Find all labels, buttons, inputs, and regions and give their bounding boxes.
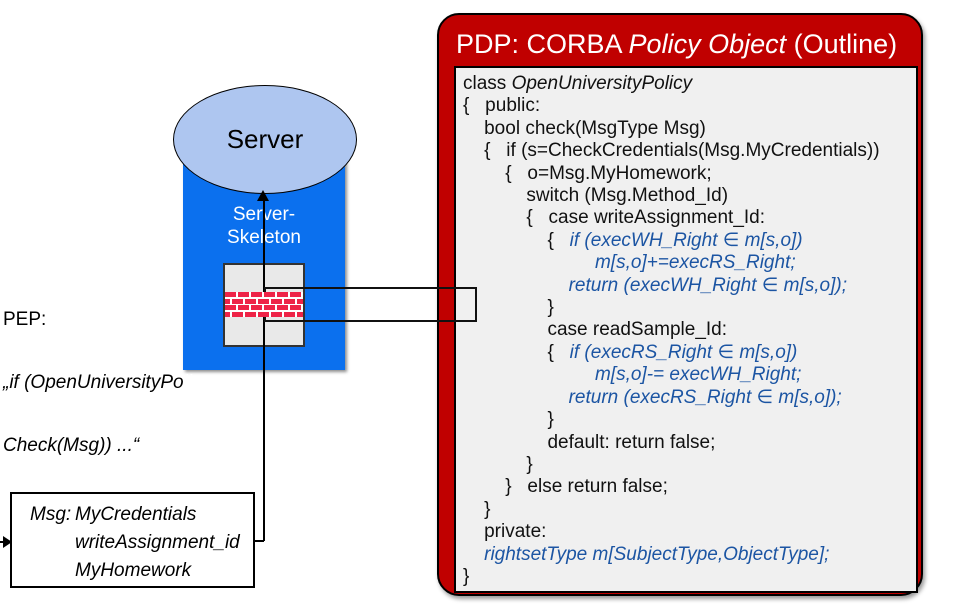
code-line: { if (execRS_Right ∈ m[s,o]) (463, 342, 914, 364)
code-lines: class OpenUniversityPolicy{ public: bool… (463, 73, 914, 588)
code-line: m[s,o]+=execRS_Right; (463, 252, 914, 274)
code-segment: rightsetType m[SubjectType,ObjectType]; (463, 543, 830, 565)
code-segment: } (463, 409, 554, 431)
code-line: { if (s=CheckCredentials(Msg.MyCredentia… (463, 140, 914, 162)
code-segment: m[s,o]+=execRS_Right; (463, 252, 796, 274)
code-segment: { if (s=CheckCredentials(Msg.MyCredentia… (463, 140, 880, 162)
code-line: { if (execWH_Right ∈ m[s,o]) (463, 230, 914, 252)
arrow-right-icon (3, 536, 12, 548)
code-segment: return (execWH_Right ∈ m[s,o]); (463, 274, 847, 296)
code-segment: if (execRS_Right ∈ m[s,o]) (569, 341, 798, 363)
code-segment: } (463, 453, 533, 475)
server-label: Server (226, 124, 304, 154)
code-segment: { case writeAssignment_Id: (463, 207, 766, 229)
brick-row (225, 312, 303, 317)
pep-label-line1: PEP: (3, 309, 47, 330)
msg-box: Msg: MyCredentials writeAssignment_id My… (10, 492, 255, 588)
code-segment: private: (463, 521, 547, 543)
msg-label: Msg: (30, 504, 72, 525)
pep-label-line2: „if (OpenUniversityPolicy. (3, 372, 215, 393)
code-segment: } (463, 498, 491, 520)
code-segment: case readSample_Id: (463, 319, 728, 341)
code-line: { public: (463, 95, 914, 117)
code-line: bool check(MsgType Msg) (463, 118, 914, 140)
code-line: { case writeAssignment_Id: (463, 207, 914, 229)
pdp-title: PDP: CORBA Policy Object (Outline) (456, 29, 898, 59)
code-line: case readSample_Id: (463, 319, 914, 341)
code-line: return (execRS_Right ∈ m[s,o]); (463, 387, 914, 409)
code-line: switch (Msg.Method_Id) (463, 185, 914, 207)
incoming-msg-arrow-line (0, 541, 5, 543)
msg-row: Msg: MyCredentials writeAssignment_id My… (30, 501, 253, 585)
code-line: } (463, 566, 914, 588)
code-segment: } (463, 297, 554, 319)
code-segment: } else return false; (463, 476, 668, 498)
code-line: return (execWH_Right ∈ m[s,o]); (463, 275, 914, 297)
code-segment: { o=Msg.MyHomework; (463, 162, 712, 184)
code-segment: { public: (463, 95, 541, 117)
msg-box-connector-stub (255, 540, 264, 542)
code-line: } (463, 297, 914, 319)
code-line: } (463, 454, 914, 476)
code-line: } (463, 409, 914, 431)
code-line: } (463, 499, 914, 521)
msg-values: MyCredentials writeAssignment_id MyHomew… (75, 501, 240, 585)
pdp-box: PDP: CORBA Policy Object (Outline) class… (437, 13, 923, 596)
brick-wall-icon (225, 292, 303, 317)
code-line: class OpenUniversityPolicy (463, 73, 914, 95)
code-segment: if (execWH_Right ∈ m[s,o]) (569, 229, 803, 251)
code-line: rightsetType m[SubjectType,ObjectType]; (463, 544, 914, 566)
pep-label-line3: Check(Msg)) ...“ (3, 435, 140, 456)
invocation-arrow-line (263, 199, 265, 541)
pep-label: PEP: „if (OpenUniversityPolicy. Check(Ms… (3, 267, 215, 498)
arrow-up-icon (257, 190, 269, 201)
server-ellipse: Server (173, 85, 357, 194)
code-segment: return (execRS_Right ∈ m[s,o]); (463, 386, 842, 408)
code-line: m[s,o]-= execWH_Right; (463, 364, 914, 386)
code-segment: switch (Msg.Method_Id) (463, 185, 729, 207)
code-segment: bool check(MsgType Msg) (463, 117, 706, 139)
code-segment: } (463, 565, 470, 587)
code-line: default: return false; (463, 432, 914, 454)
brick-row (225, 292, 303, 297)
code-line: private: (463, 521, 914, 543)
code-segment: m[s,o]-= execWH_Right; (463, 364, 802, 386)
code-segment: OpenUniversityPolicy (511, 73, 693, 94)
msg-value-line: MyHomework (75, 560, 192, 581)
brick-row (225, 298, 303, 304)
code-segment: class (463, 73, 512, 94)
code-segment: { (463, 341, 570, 363)
code-segment: { (463, 229, 570, 251)
code-segment: default: return false; (463, 431, 716, 453)
msg-value-line: writeAssignment_id (75, 532, 240, 553)
code-line: } else return false; (463, 476, 914, 498)
brick-row (225, 305, 303, 311)
code-line: { o=Msg.MyHomework; (463, 163, 914, 185)
msg-value-line: MyCredentials (75, 504, 197, 525)
code-block: class OpenUniversityPolicy{ public: bool… (454, 66, 918, 593)
